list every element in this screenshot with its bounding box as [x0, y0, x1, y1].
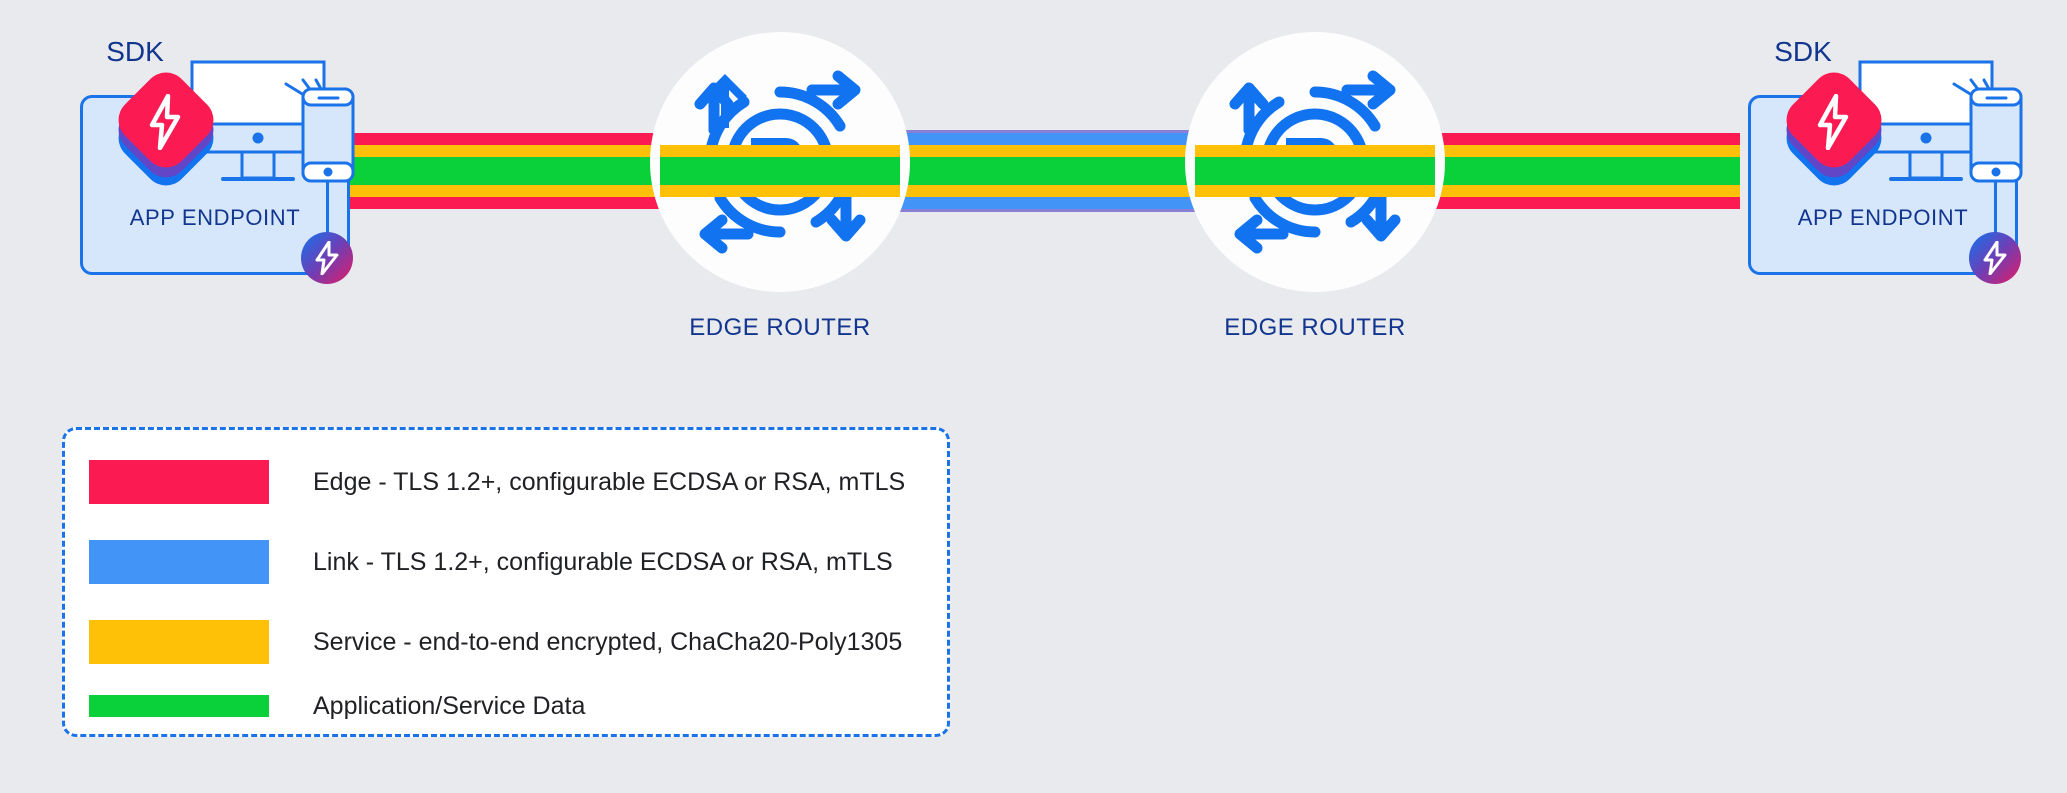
sdk-label-left: SDK [106, 36, 164, 67]
app-endpoint-label-left: APP ENDPOINT [129, 205, 301, 230]
ziti-bolt-badge-icon [1969, 232, 2021, 284]
badge-connector [1994, 180, 1997, 242]
ziti-bolt-badge-icon [301, 232, 353, 284]
band-service-right-bottom [1410, 185, 1740, 197]
band-link-bottom [880, 197, 1200, 209]
app-endpoint-left: SDK APP ENDPOINT [60, 0, 390, 290]
band-service-over-router-left-bottom [660, 185, 900, 197]
legend-swatch-data [89, 695, 269, 717]
band-service-right-top [1410, 145, 1740, 157]
band-service-left-top [340, 145, 670, 157]
legend-label-link: Link - TLS 1.2+, configurable ECDSA or R… [313, 547, 893, 576]
legend-label-data: Application/Service Data [313, 691, 586, 720]
band-link-tint-top [880, 130, 1200, 133]
app-endpoint-right: SDK APP ENDPOINT [1728, 0, 2058, 290]
band-data-over-router-left [660, 157, 900, 185]
app-endpoint-label-right: APP ENDPOINT [1797, 205, 1969, 230]
legend-swatch-edge [89, 460, 269, 504]
legend-swatch-service [89, 620, 269, 664]
band-edge-left-bottom [340, 197, 670, 209]
band-data-left [340, 157, 670, 185]
band-service-left-bottom [340, 185, 670, 197]
band-link-top [880, 133, 1200, 145]
legend-label-edge: Edge - TLS 1.2+, configurable ECDSA or R… [313, 467, 906, 496]
sdk-stack-icon [109, 63, 223, 195]
monitor-and-phone-icon [1858, 58, 2058, 203]
band-data-mid [880, 157, 1200, 185]
legend-box: Edge - TLS 1.2+, configurable ECDSA or R… [62, 427, 950, 737]
legend-label-service: Service - end-to-end encrypted, ChaCha20… [313, 627, 903, 656]
band-edge-right [1410, 133, 1740, 145]
legend-row-service: Service - end-to-end encrypted, ChaCha20… [89, 614, 929, 670]
sdk-label-right: SDK [1774, 36, 1832, 67]
band-service-over-router-right-bottom [1195, 185, 1435, 197]
band-edge-right-bottom [1410, 197, 1740, 209]
sdk-stack-icon [1777, 63, 1891, 195]
legend-row-edge: Edge - TLS 1.2+, configurable ECDSA or R… [89, 454, 929, 510]
edge-router-label-right: EDGE ROUTER [1224, 314, 1406, 341]
band-edge-left [340, 133, 670, 145]
legend-row-link: Link - TLS 1.2+, configurable ECDSA or R… [89, 534, 929, 590]
legend-swatch-link [89, 540, 269, 584]
legend-row-data: Application/Service Data [89, 678, 929, 734]
badge-connector [326, 180, 329, 242]
monitor-and-phone-icon [190, 58, 390, 203]
band-data-over-router-right [1195, 157, 1435, 185]
band-service-over-router-right-top [1195, 145, 1435, 157]
edge-router-label-left: EDGE ROUTER [689, 314, 871, 341]
band-service-mid-top [880, 145, 1200, 157]
band-service-over-router-left-top [660, 145, 900, 157]
band-service-mid-bottom [880, 185, 1200, 197]
band-data-right [1410, 157, 1740, 185]
band-link-tint-bottom [880, 209, 1200, 212]
